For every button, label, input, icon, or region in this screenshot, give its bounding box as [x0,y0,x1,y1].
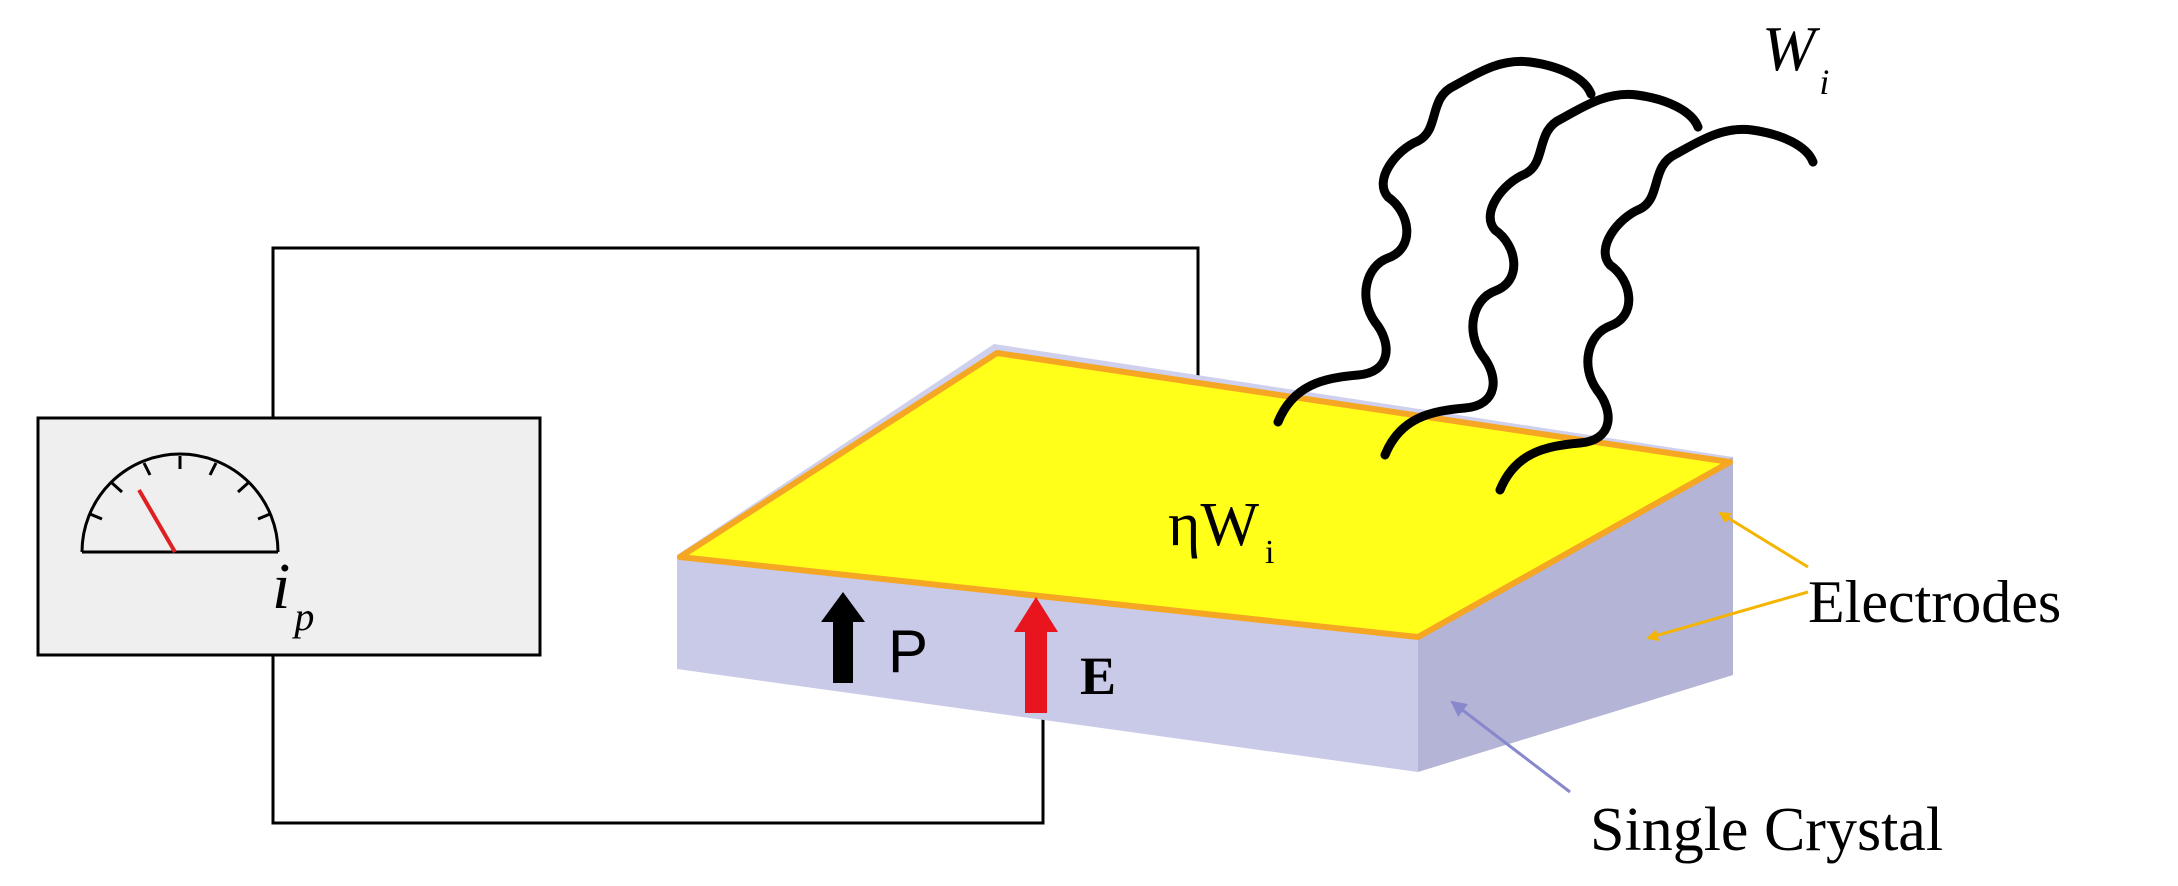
polarization-label: P [888,618,928,685]
crystal-pointer [1450,700,1571,794]
incident-subscript: i [1819,62,1829,102]
crystal-label: Single Crystal [1590,796,1943,864]
absorbed-subscript: i [1265,534,1274,571]
field-arrow-icon [1014,597,1058,713]
bottom-wire [271,655,1045,825]
meter-box [36,416,542,657]
radiation-wave-1 [1273,56,1596,427]
electrodes-label: Electrodes [1808,569,2061,635]
polarization-arrow-icon [821,592,865,683]
ammeter-gauge-icon [80,452,280,554]
electrode-pointer-bottom [1646,590,1809,642]
radiation-wave-2 [1380,89,1703,460]
top-wire [271,246,1200,437]
single-crystal-slab [677,344,1733,772]
wavy-radiation-icon [1273,56,1818,495]
top-electrode [677,350,1733,640]
field-label: E [1080,646,1116,706]
meter-needle [137,488,177,554]
electrode-pointer-top [1718,511,1809,569]
current-subscript: p [291,594,314,639]
radiation-wave-3 [1495,124,1818,495]
circuit-wires [271,246,1200,825]
